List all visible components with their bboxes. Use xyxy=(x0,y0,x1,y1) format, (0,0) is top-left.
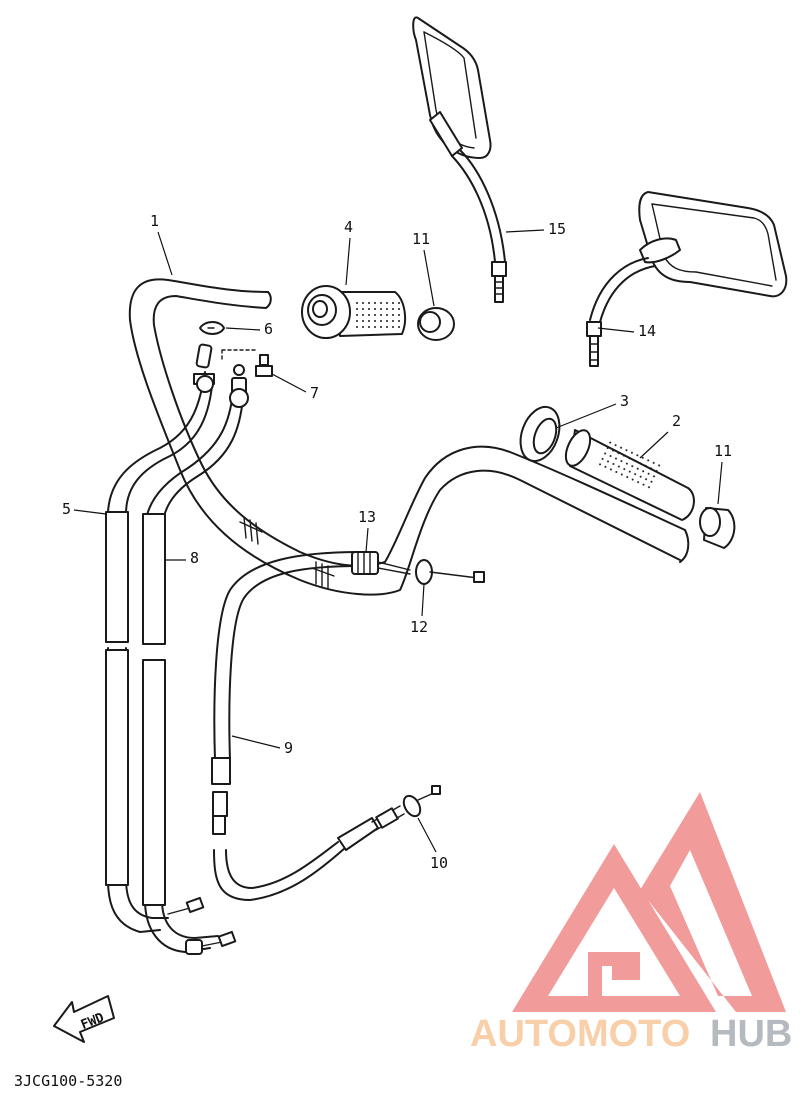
callout-7: 7 xyxy=(310,384,319,402)
clip-part-6 xyxy=(199,321,259,363)
grip-end-11-right xyxy=(699,507,736,549)
mirror-15 xyxy=(412,16,507,303)
throttle-grip-4 xyxy=(301,285,407,339)
grip-end-11-top xyxy=(417,307,455,341)
callout-2: 2 xyxy=(672,412,681,430)
callout-5: 5 xyxy=(62,500,71,518)
handlebar xyxy=(128,278,690,596)
washer-3 xyxy=(519,405,561,463)
nut-12 xyxy=(415,559,485,585)
watermark-text-1: AUTOMOTO xyxy=(470,1013,690,1055)
callout-9: 9 xyxy=(284,739,293,757)
throttle-cable-9 xyxy=(211,551,361,901)
callout-4: 4 xyxy=(344,218,353,236)
fwd-arrow-icon: FWD xyxy=(53,995,115,1043)
callout-13: 13 xyxy=(358,508,376,526)
diagram-code: 3JCG100-5320 xyxy=(14,1072,122,1090)
callout-12: 12 xyxy=(410,618,428,636)
callout-15: 15 xyxy=(548,220,566,238)
watermark-text-2: HUB xyxy=(710,1013,792,1055)
callout-10: 10 xyxy=(430,854,448,872)
callouts: 1 4 11 15 6 14 7 3 2 11 5 13 8 12 9 10 xyxy=(62,212,732,872)
cable-5 xyxy=(105,343,215,933)
callout-3: 3 xyxy=(620,392,629,410)
adjuster-13 xyxy=(351,551,411,575)
callout-14: 14 xyxy=(638,322,656,340)
knurl-left xyxy=(239,516,263,545)
mirror-14 xyxy=(586,191,788,367)
cable-end-10 xyxy=(337,785,441,851)
callout-1: 1 xyxy=(150,212,159,230)
bolt-part-7 xyxy=(255,354,273,377)
callout-11a: 11 xyxy=(412,230,430,248)
automotohub-logo: AUTOMOTO HUB xyxy=(470,792,792,1055)
callout-8: 8 xyxy=(190,549,199,567)
callout-11b: 11 xyxy=(714,442,732,460)
cable-8 xyxy=(142,364,249,955)
callout-6: 6 xyxy=(264,320,273,338)
grip-2 xyxy=(564,429,695,521)
